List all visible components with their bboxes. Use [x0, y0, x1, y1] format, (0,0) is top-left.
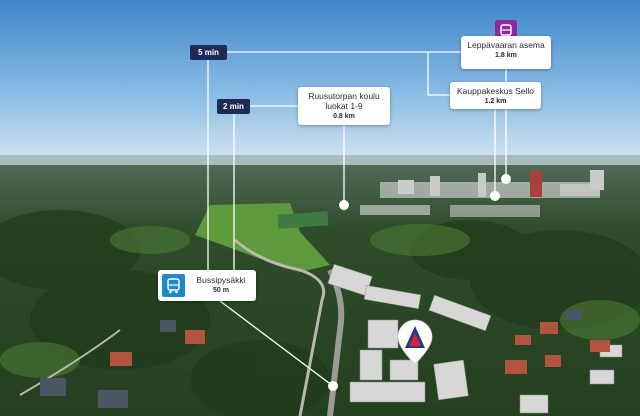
- red-roof-houses: [110, 322, 610, 374]
- buildings: [327, 263, 623, 414]
- school-distance: 0.8 km: [333, 113, 355, 120]
- connector-lines: [207, 42, 507, 387]
- green-field: [195, 203, 330, 272]
- bus-stop-card[interactable]: Bussipysäkki 50 m: [158, 270, 256, 301]
- mall-card[interactable]: Kauppakeskus Sello 1.2 km: [450, 82, 541, 109]
- side-road: [19, 329, 121, 396]
- school-name-line2: luokat 1-9: [325, 101, 363, 111]
- location-pin-icon: [397, 319, 433, 365]
- mall-name: Kauppakeskus Sello: [456, 86, 535, 96]
- distant-city: [360, 170, 604, 217]
- five-min-badge: 5 min: [190, 45, 227, 60]
- road: [234, 238, 326, 416]
- school-name-line1: Ruusutorpan koulu: [308, 91, 380, 101]
- mall-branch: [427, 52, 450, 96]
- sky: [0, 0, 640, 165]
- dark-roof-houses: [40, 310, 582, 408]
- bus-stop-name: Bussipysäkki: [196, 275, 246, 285]
- bus-stop-distance: 50 m: [213, 287, 229, 294]
- mall-distance: 1.2 km: [484, 98, 507, 105]
- two-min-badge: 2 min: [217, 99, 250, 114]
- sports-field: [277, 211, 329, 229]
- bus-icon: [162, 274, 185, 297]
- location-dots: [328, 174, 511, 391]
- station-card[interactable]: Leppävaaran asema 1.8 km: [461, 36, 551, 69]
- forest-highlights: [0, 224, 640, 378]
- station-name: Leppävaaran asema: [467, 40, 545, 50]
- bus-leader: [219, 300, 334, 387]
- school-card[interactable]: Ruusutorpan koulu luokat 1-9 0.8 km: [298, 87, 390, 125]
- station-distance: 1.8 km: [495, 52, 517, 59]
